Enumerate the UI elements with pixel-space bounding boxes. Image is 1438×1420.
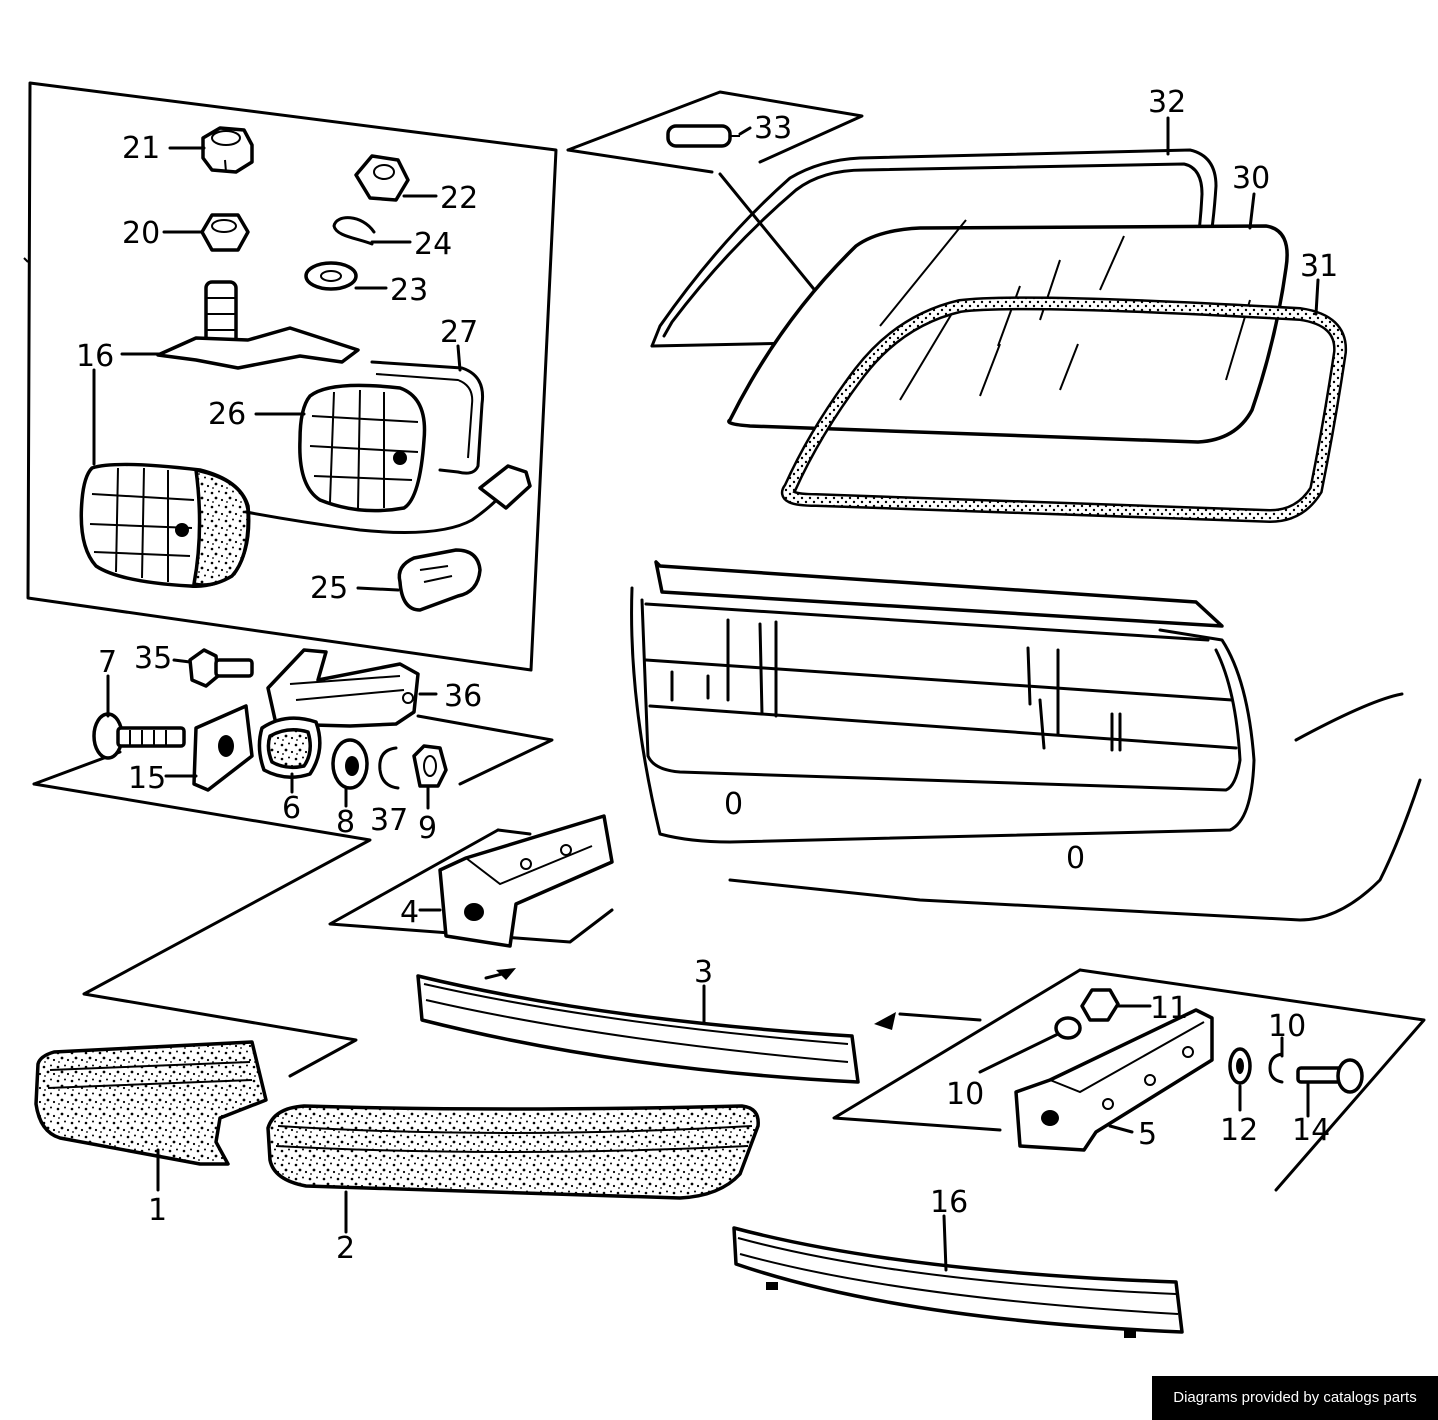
gasket-27 xyxy=(370,360,485,475)
callout-15: 15 xyxy=(128,761,166,796)
washer-12 xyxy=(1228,1047,1252,1085)
washer-8 xyxy=(331,738,369,790)
credit-banner: Diagrams provided by catalogs parts xyxy=(1152,1376,1438,1420)
callout-3: 3 xyxy=(694,955,713,990)
rubber-mount-6 xyxy=(257,716,322,779)
callout-20: 16 xyxy=(76,339,114,374)
bolt-14 xyxy=(1296,1058,1364,1094)
callout-2: 2 xyxy=(336,1231,355,1266)
leader-lines xyxy=(92,116,1320,1272)
clip-37 xyxy=(378,746,400,790)
callout-4: 4 xyxy=(400,895,419,930)
callout-9: 9 xyxy=(418,811,437,846)
callout-21: 20 xyxy=(122,216,160,251)
window-glass-30 xyxy=(727,219,1289,444)
callout-37: 37 xyxy=(370,803,408,838)
bolt-7 xyxy=(92,712,186,760)
bracket-5-panel xyxy=(832,968,1426,1192)
bumper-center-2 xyxy=(266,1104,760,1200)
bracket-4 xyxy=(438,814,614,948)
callout-23: 23 xyxy=(390,273,428,308)
washer-23 xyxy=(304,261,358,291)
callout-6: 6 xyxy=(282,791,301,826)
locknut-21 xyxy=(200,213,250,252)
plate-15 xyxy=(192,704,254,792)
bolt-35 xyxy=(188,648,254,688)
callout-25: 25 xyxy=(310,571,348,606)
callout-10-right: 10 xyxy=(1268,1009,1306,1044)
clip-24 xyxy=(332,216,376,246)
credit-text: Diagrams provided by catalogs parts xyxy=(1173,1389,1417,1406)
mounting-plate-20 xyxy=(156,280,360,370)
lamp-wiring xyxy=(244,464,532,534)
callout-7: 7 xyxy=(98,645,117,680)
callout-22-right: 22 xyxy=(440,181,478,216)
window-seal-31 xyxy=(780,296,1348,524)
callout-26: 26 xyxy=(208,397,246,432)
callout-12: 12 xyxy=(1220,1113,1258,1148)
bracket-5 xyxy=(1014,1008,1214,1152)
callout-32: 32 xyxy=(1148,85,1186,120)
bulb-25 xyxy=(397,548,482,612)
nut-11 xyxy=(1080,988,1120,1022)
callouts: 21 20 16 22 24 23 27 26 25 33 32 30 31 3… xyxy=(76,85,1338,1266)
trim-bar-16 xyxy=(732,1226,1184,1338)
lamp-lens-26 xyxy=(298,383,427,513)
lamp-housing-20 xyxy=(79,462,251,588)
nut-22-right xyxy=(354,154,410,202)
callout-0-left: 0 xyxy=(724,787,743,822)
callout-27: 27 xyxy=(440,315,478,350)
bumper-corner-1 xyxy=(34,1040,268,1166)
washer-10-left xyxy=(1054,1016,1082,1040)
callout-24: 24 xyxy=(414,227,452,262)
callout-36: 36 xyxy=(444,679,482,714)
callout-0-right: 0 xyxy=(1066,841,1085,876)
clip-33 xyxy=(666,124,740,148)
callout-33: 33 xyxy=(754,111,792,146)
callout-22-top: 21 xyxy=(122,131,160,166)
callout-1: 1 xyxy=(148,1193,167,1228)
rear-body-panel xyxy=(630,560,1422,922)
lamp-assembly-panel xyxy=(23,81,558,672)
bracket-36 xyxy=(266,648,420,728)
callout-11: 11 xyxy=(1150,991,1188,1026)
callout-14: 14 xyxy=(1292,1113,1330,1148)
callout-30: 30 xyxy=(1232,161,1270,196)
clip-10-right xyxy=(1268,1052,1284,1084)
nut-9 xyxy=(412,744,448,788)
bumper-bar-3 xyxy=(416,968,860,1084)
callout-31: 31 xyxy=(1300,249,1338,284)
nut-22-top xyxy=(201,126,254,174)
callout-35: 35 xyxy=(134,641,172,676)
window-parts-panel xyxy=(566,90,864,174)
callout-8: 8 xyxy=(336,805,355,840)
callout-10-left: 10 xyxy=(946,1077,984,1112)
callout-5: 5 xyxy=(1138,1117,1157,1152)
callout-16: 16 xyxy=(930,1185,968,1220)
